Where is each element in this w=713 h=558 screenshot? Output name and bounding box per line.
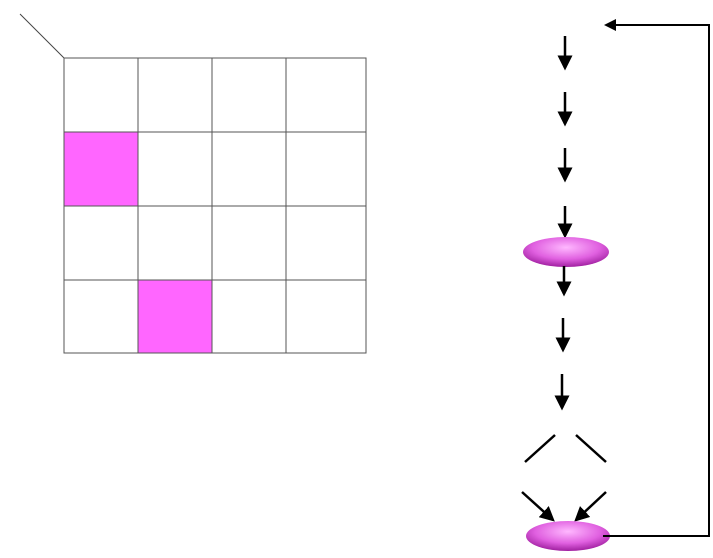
grid-cell bbox=[211, 57, 287, 133]
grid-cell bbox=[285, 279, 367, 354]
grid-cell bbox=[285, 205, 367, 281]
middle-node bbox=[523, 237, 609, 267]
branch-right-lower bbox=[574, 491, 607, 522]
branch-left-upper bbox=[524, 434, 556, 463]
grid-cell bbox=[63, 279, 139, 354]
grid-cell bbox=[285, 131, 367, 207]
branch-left-lower bbox=[521, 491, 555, 522]
grid-cell bbox=[211, 205, 287, 281]
grid bbox=[63, 57, 367, 354]
loop-back-connector bbox=[603, 19, 710, 537]
grid-cell bbox=[137, 205, 213, 281]
grid-cell bbox=[63, 57, 139, 133]
grid-cell bbox=[211, 279, 287, 354]
grid-cell bbox=[285, 57, 367, 133]
corner-diagonal-line bbox=[19, 13, 65, 59]
grid-cell-filled bbox=[137, 279, 213, 354]
bottom-node bbox=[526, 521, 610, 551]
grid-cell bbox=[63, 205, 139, 281]
flow-diagram bbox=[521, 19, 710, 551]
grid-cell bbox=[137, 57, 213, 133]
branch-right-upper bbox=[575, 434, 607, 463]
grid-cell bbox=[137, 131, 213, 207]
grid-cell-filled bbox=[63, 131, 139, 207]
grid-cell bbox=[211, 131, 287, 207]
